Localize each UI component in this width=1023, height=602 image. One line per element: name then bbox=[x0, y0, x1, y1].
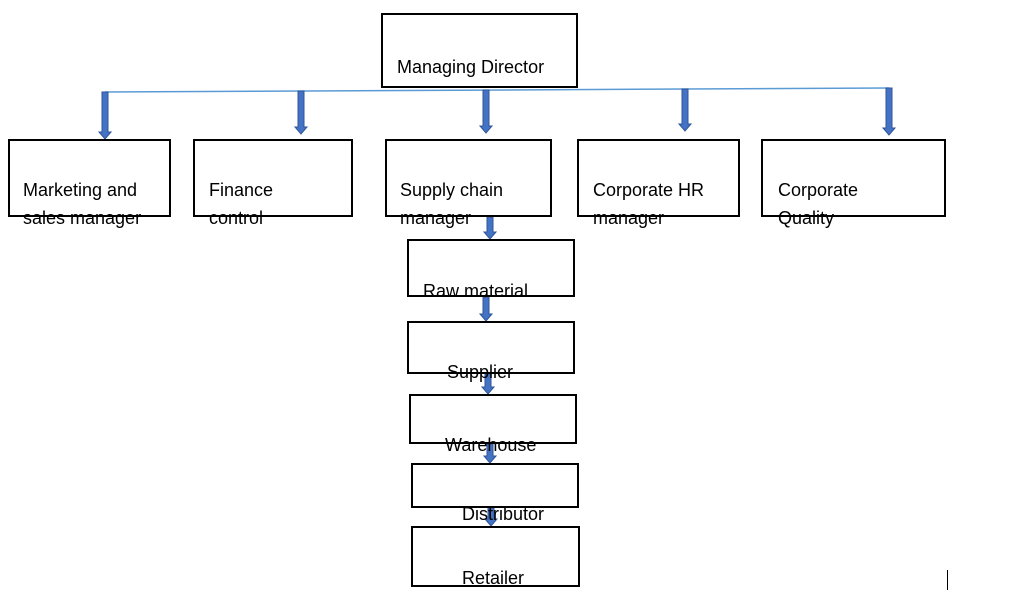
arrow-to-distributor bbox=[482, 443, 498, 464]
department-connector-line bbox=[104, 87, 890, 93]
marketing-sales-manager-label: Marketing and sales manager bbox=[23, 180, 142, 228]
corporate-quality-box: Corporate Quality bbox=[761, 139, 946, 228]
arrow-to-supply-chain bbox=[478, 89, 494, 134]
managing-director-box: Managing Director bbox=[381, 13, 578, 88]
arrow-to-retailer bbox=[483, 507, 499, 527]
corporate-hr-manager-box: Corporate HR manager bbox=[577, 139, 740, 228]
arrow-to-raw-material bbox=[482, 216, 498, 240]
raw-material-box: Raw material bbox=[407, 239, 575, 301]
arrow-to-corporate-quality bbox=[881, 87, 897, 136]
distributor-box: Distributor bbox=[411, 463, 579, 524]
distributor-label: Distributor bbox=[462, 504, 545, 524]
arrow-to-corporate-hr bbox=[677, 88, 693, 132]
warehouse-box: Warehouse bbox=[409, 394, 577, 455]
arrow-to-supplier bbox=[478, 296, 494, 322]
finance-control-label: Finance control bbox=[209, 180, 274, 228]
managing-director-label: Managing Director bbox=[397, 57, 545, 77]
corporate-hr-manager-label: Corporate HR manager bbox=[593, 180, 705, 228]
arrow-group bbox=[97, 87, 897, 527]
retailer-label: Retailer bbox=[462, 568, 525, 588]
arrow-to-warehouse bbox=[480, 373, 496, 395]
supplier-box: Supplier bbox=[407, 321, 575, 382]
text-cursor-marker bbox=[947, 570, 948, 590]
finance-control-box: Finance control bbox=[193, 139, 353, 228]
marketing-sales-manager-box: Marketing and sales manager bbox=[8, 139, 171, 228]
raw-material-label: Raw material bbox=[423, 281, 529, 301]
arrow-to-finance bbox=[293, 90, 309, 135]
warehouse-label: Warehouse bbox=[445, 435, 537, 455]
supply-chain-manager-label: Supply chain manager bbox=[400, 180, 504, 228]
corporate-quality-label: Corporate Quality bbox=[778, 180, 859, 228]
supply-chain-manager-box: Supply chain manager bbox=[385, 139, 552, 228]
supplier-label: Supplier bbox=[447, 362, 514, 382]
arrow-to-marketing bbox=[97, 91, 113, 140]
retailer-box: Retailer bbox=[411, 526, 580, 588]
